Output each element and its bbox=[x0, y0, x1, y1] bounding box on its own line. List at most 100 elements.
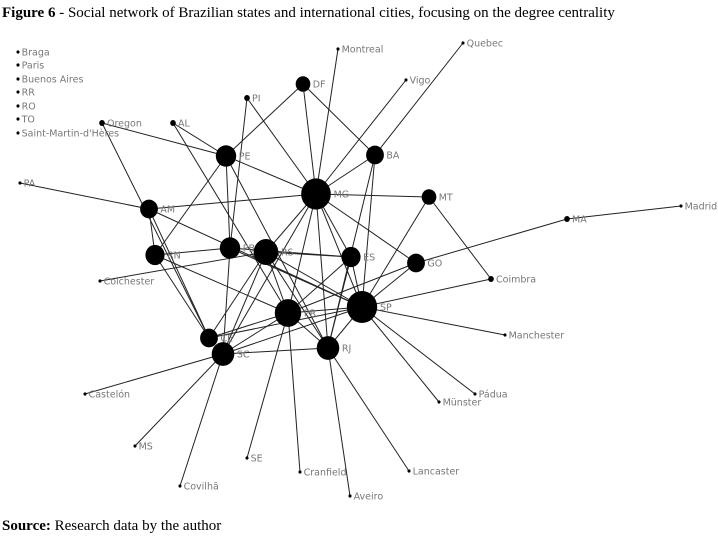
node-label-madrid: Madrid bbox=[685, 202, 718, 213]
node-ms bbox=[133, 444, 137, 448]
node-label-sp: SP bbox=[380, 303, 392, 314]
node-label-paris: Paris bbox=[22, 61, 45, 72]
node-mg bbox=[301, 178, 331, 210]
node-rn bbox=[145, 244, 165, 266]
node-manchester bbox=[503, 333, 507, 337]
node-label-braga: Braga bbox=[22, 48, 50, 59]
edge-rn-ce bbox=[154, 254, 210, 339]
node-ro bbox=[16, 104, 20, 108]
edge-rj-aveiro bbox=[327, 347, 351, 497]
node-label-coimbra: Coimbra bbox=[496, 275, 536, 286]
edge-al-pe bbox=[172, 122, 227, 157]
node-label-ro: RO bbox=[22, 102, 36, 113]
edge-mg-rj bbox=[315, 193, 329, 349]
edge-rs-sp bbox=[265, 251, 363, 308]
node-label-aveiro: Aveiro bbox=[354, 492, 384, 503]
figure-caption-text: - Social network of Brazilian states and… bbox=[55, 5, 615, 21]
node-go bbox=[407, 253, 425, 273]
edge-pi-mg bbox=[246, 97, 317, 195]
edge-es-pr bbox=[287, 256, 352, 314]
node-label-manchester: Manchester bbox=[509, 331, 565, 342]
source-note: Source: Research data by the author bbox=[2, 518, 221, 535]
node-label-ma: MA bbox=[572, 215, 587, 226]
node-label-pa: PA bbox=[24, 179, 36, 190]
edge-al-pr bbox=[172, 122, 289, 314]
node-ma bbox=[564, 216, 570, 222]
edge-sc-ms bbox=[134, 353, 224, 447]
node-se bbox=[245, 456, 249, 460]
node-label-rs: RS bbox=[281, 248, 294, 259]
edge-sc-covilha bbox=[179, 353, 224, 487]
edge-mg-sc bbox=[222, 193, 317, 355]
edge-sc-rj bbox=[222, 347, 329, 355]
node-ce bbox=[200, 328, 218, 348]
figure-label: Figure 6 bbox=[2, 5, 56, 21]
source-text: Research data by the author bbox=[50, 518, 222, 534]
edge-rs-sc bbox=[222, 251, 267, 355]
node-am bbox=[140, 199, 158, 219]
node-label-ms: MS bbox=[139, 442, 153, 453]
node-label-colchester: Colchester bbox=[104, 277, 155, 288]
edge-sp-sc bbox=[222, 306, 363, 355]
edge-mg-go bbox=[315, 193, 417, 264]
node-label-es: ES bbox=[363, 253, 375, 264]
node-pe bbox=[215, 145, 237, 167]
node-label-oregon: Oregon bbox=[107, 119, 142, 130]
edge-pb-sc bbox=[222, 247, 231, 355]
node-cranfield bbox=[298, 470, 302, 474]
node-label-se: SE bbox=[251, 454, 263, 465]
edge-mg-pr bbox=[287, 193, 317, 314]
node-label-ba: BA bbox=[386, 151, 400, 162]
node-paris bbox=[16, 63, 20, 67]
node-sp bbox=[346, 290, 378, 324]
node-lancaster bbox=[407, 469, 411, 473]
node-label-pe: PE bbox=[239, 152, 251, 163]
node-coimbra bbox=[488, 276, 494, 282]
edge-pi-pb bbox=[229, 97, 248, 249]
node-to bbox=[16, 117, 20, 121]
node-rj bbox=[316, 336, 340, 360]
node-label-pi: PI bbox=[252, 94, 261, 105]
edge-mt-sp bbox=[361, 196, 430, 308]
edge-rj-lancaster bbox=[327, 347, 410, 472]
edge-ma-go bbox=[415, 218, 568, 264]
edge-rs-rj bbox=[265, 251, 329, 349]
node-sc bbox=[211, 342, 235, 366]
edge-colchester-rs bbox=[99, 251, 267, 282]
edge-rs-es bbox=[265, 251, 352, 258]
edge-rn-pb bbox=[154, 247, 231, 256]
node-pi bbox=[244, 95, 250, 101]
edge-oregon-pe bbox=[101, 122, 227, 157]
node-covilha bbox=[178, 484, 182, 488]
node-label-ce: CE bbox=[220, 334, 233, 345]
edge-ma-madrid bbox=[566, 205, 682, 220]
node-castelon bbox=[83, 392, 87, 396]
edge-es-rj bbox=[327, 256, 352, 349]
node-label-sc: SC bbox=[237, 350, 250, 361]
node-label-quebec: Quebec bbox=[467, 39, 503, 50]
edge-df-mg bbox=[302, 83, 317, 195]
edge-sp-padua bbox=[361, 306, 476, 395]
edge-sc-castelon bbox=[84, 353, 224, 395]
node-padua bbox=[473, 392, 477, 396]
node-label-rn: RN bbox=[167, 251, 181, 262]
edge-oregon-ce bbox=[101, 122, 210, 339]
node-label-vigo: Vigo bbox=[410, 76, 431, 87]
node-aveiro bbox=[348, 494, 352, 498]
node-buenos-aires bbox=[16, 77, 20, 81]
edge-am-mg bbox=[148, 193, 317, 210]
source-label: Source: bbox=[2, 518, 51, 534]
node-label-lancaster: Lancaster bbox=[413, 467, 460, 478]
node-oregon bbox=[99, 120, 105, 126]
node-label-padua: Pádua bbox=[479, 390, 508, 401]
edge-df-ba bbox=[302, 83, 376, 156]
edge-pr-se bbox=[246, 312, 289, 459]
edges-layer bbox=[19, 42, 682, 497]
edge-pr-cranfield bbox=[287, 312, 301, 473]
edge-pa-am bbox=[19, 182, 150, 210]
node-ba bbox=[366, 145, 384, 165]
edge-go-pr bbox=[287, 262, 417, 314]
node-braga bbox=[16, 50, 20, 54]
